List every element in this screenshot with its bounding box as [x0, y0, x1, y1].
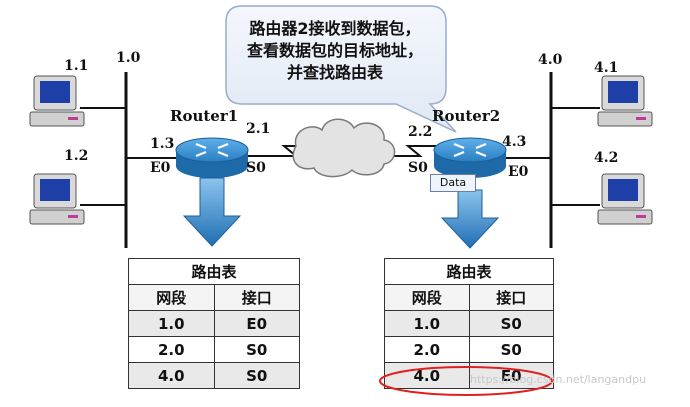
router2-s0-interface: S0	[408, 160, 428, 176]
table-cell: 4.0	[128, 362, 215, 389]
router1-icon	[175, 137, 249, 178]
host-4-2-label: 4.2	[594, 150, 619, 166]
host-4-1-label: 4.1	[594, 60, 619, 76]
router1-s0-interface: S0	[246, 160, 266, 176]
router2-e0-address: 4.3	[502, 134, 527, 150]
table-cell: E0	[213, 310, 300, 337]
table2-header-interface: 接口	[468, 284, 554, 311]
callout-line-1: 路由器2接收到数据包，	[249, 19, 421, 38]
router2-s0-address: 2.2	[408, 124, 433, 140]
router2-name: Router2	[432, 107, 501, 125]
router1-name: Router1	[170, 107, 239, 125]
table1-header-interface: 接口	[213, 284, 300, 311]
data-packet: Data	[430, 174, 476, 192]
network-4-label: 4.0	[538, 52, 563, 68]
host-1-1-label: 1.1	[64, 58, 89, 74]
callout-line-2: 查看数据包的目标地址，	[246, 41, 423, 60]
router2-routing-table: 路由表 网段 接口 1.0 S0 2.0 S0 4.0 E0	[384, 258, 554, 389]
router2-icon	[433, 137, 507, 178]
table-cell: 2.0	[128, 336, 215, 363]
wan-cloud	[292, 118, 396, 178]
table-cell: 1.0	[128, 310, 215, 337]
network-1-label: 1.0	[116, 50, 141, 66]
table-cell: 4.0	[384, 362, 470, 389]
table-cell: S0	[468, 310, 554, 337]
table-cell: S0	[213, 362, 300, 389]
callout-line-3: 并查找路由表	[286, 63, 383, 82]
table1-title: 路由表	[128, 258, 300, 285]
watermark: https://blog.csdn.net/langandpu	[470, 373, 647, 386]
router1-routing-table: 路由表 网段 接口 1.0 E0 2.0 S0 4.0 S0	[128, 258, 300, 389]
callout-text: 路由器2接收到数据包， 查看数据包的目标地址， 并查找路由表	[226, 4, 444, 100]
router2-table-arrow	[440, 189, 500, 249]
router1-s0-address: 2.1	[246, 121, 271, 137]
router1-e0-address: 1.3	[150, 136, 175, 152]
table-cell: 2.0	[384, 336, 470, 363]
callout-bubble	[225, 5, 457, 133]
host-4-2-computer-icon	[597, 173, 653, 225]
host-1-1-computer-icon	[29, 75, 85, 127]
table-cell: S0	[468, 336, 554, 363]
router1-e0-interface: E0	[150, 160, 171, 176]
host-4-1-computer-icon	[597, 75, 653, 127]
table-cell: S0	[213, 336, 300, 363]
table2-header-network: 网段	[384, 284, 470, 311]
table-cell: 1.0	[384, 310, 470, 337]
table1-header-network: 网段	[128, 284, 215, 311]
host-1-2-computer-icon	[29, 173, 85, 225]
table2-title: 路由表	[384, 258, 554, 285]
router1-table-arrow	[182, 177, 242, 247]
host-1-2-label: 1.2	[64, 148, 89, 164]
router2-e0-interface: E0	[508, 164, 529, 180]
